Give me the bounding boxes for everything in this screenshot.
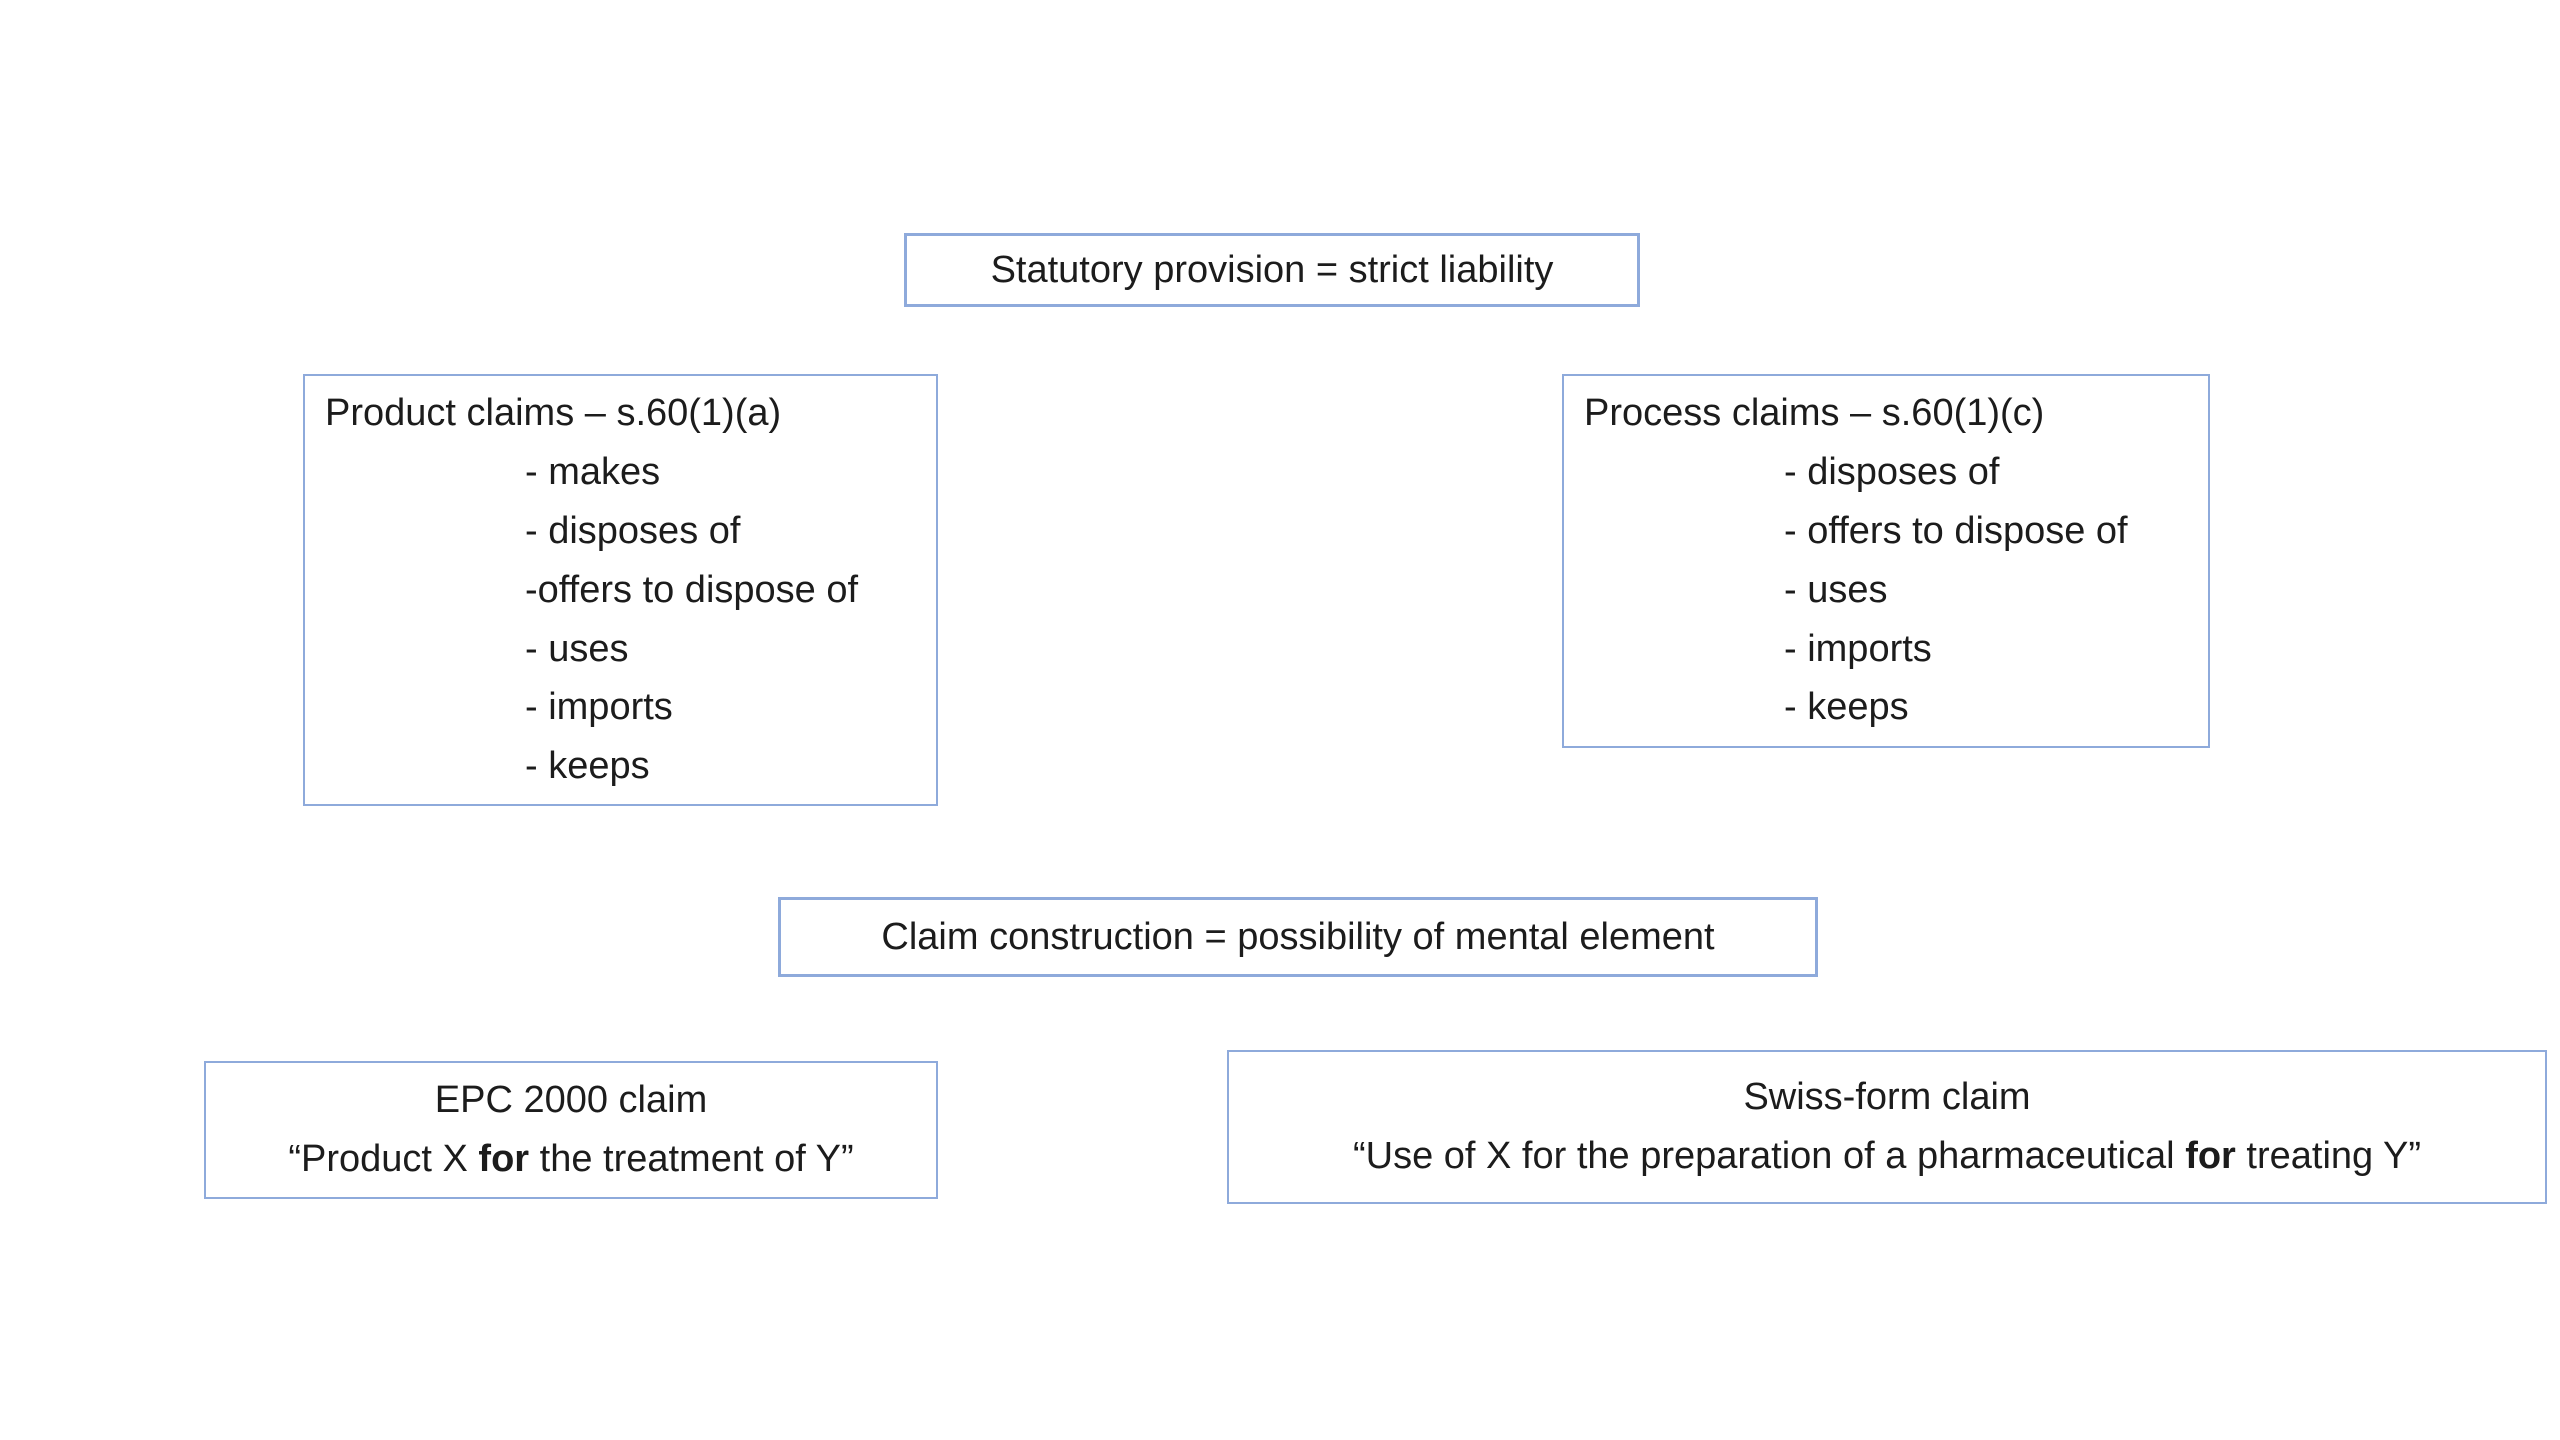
product-claims-item: - disposes of <box>525 509 741 552</box>
claim-construction-label: Claim construction = possibility of ment… <box>881 915 1715 958</box>
product-claims-item: -offers to dispose of <box>525 568 859 611</box>
process-claims-item: - keeps <box>1784 686 1909 729</box>
swiss-form-claim-box: Swiss-form claim “Use of X for the prepa… <box>1227 1050 2547 1204</box>
swiss-claim-title: Swiss-form claim <box>1743 1076 2031 1119</box>
product-claims-box: Product claims – s.60(1)(a) - makes - di… <box>303 374 938 806</box>
product-claims-item: - uses <box>525 627 629 670</box>
product-claims-item: - keeps <box>525 745 650 788</box>
process-claims-item: - disposes of <box>1784 450 2000 493</box>
epc-quote-prefix: “Product X <box>288 1138 479 1180</box>
product-claims-item: - makes <box>525 450 661 493</box>
epc-quote-suffix: the treatment of Y” <box>529 1138 854 1180</box>
product-claims-item: - imports <box>525 686 673 729</box>
product-claims-title: Product claims – s.60(1)(a) <box>325 392 782 434</box>
process-claims-box: Process claims – s.60(1)(c) - disposes o… <box>1562 374 2210 748</box>
epc-quote-bold-word: for <box>478 1138 530 1180</box>
process-claims-item: - imports <box>1784 627 1932 670</box>
statutory-provision-label: Statutory provision = strict liability <box>990 248 1554 291</box>
process-claims-title: Process claims – s.60(1)(c) <box>1584 392 2045 434</box>
epc-claim-quote: “Product X for the treatment of Y” <box>288 1130 853 1189</box>
epc-2000-claim-box: EPC 2000 claim “Product X for the treatm… <box>204 1061 938 1199</box>
statutory-provision-box: Statutory provision = strict liability <box>904 233 1640 307</box>
swiss-quote-suffix: treating Y” <box>2235 1135 2422 1177</box>
epc-claim-title: EPC 2000 claim <box>434 1079 708 1122</box>
process-claims-item: - offers to dispose of <box>1784 509 2128 552</box>
process-claims-item: - uses <box>1784 568 1888 611</box>
swiss-quote-prefix: “Use of X for the preparation of a pharm… <box>1352 1135 2186 1177</box>
claim-construction-box: Claim construction = possibility of ment… <box>778 897 1818 977</box>
swiss-claim-quote: “Use of X for the preparation of a pharm… <box>1353 1127 2421 1186</box>
swiss-quote-bold-word: for <box>2185 1135 2236 1177</box>
